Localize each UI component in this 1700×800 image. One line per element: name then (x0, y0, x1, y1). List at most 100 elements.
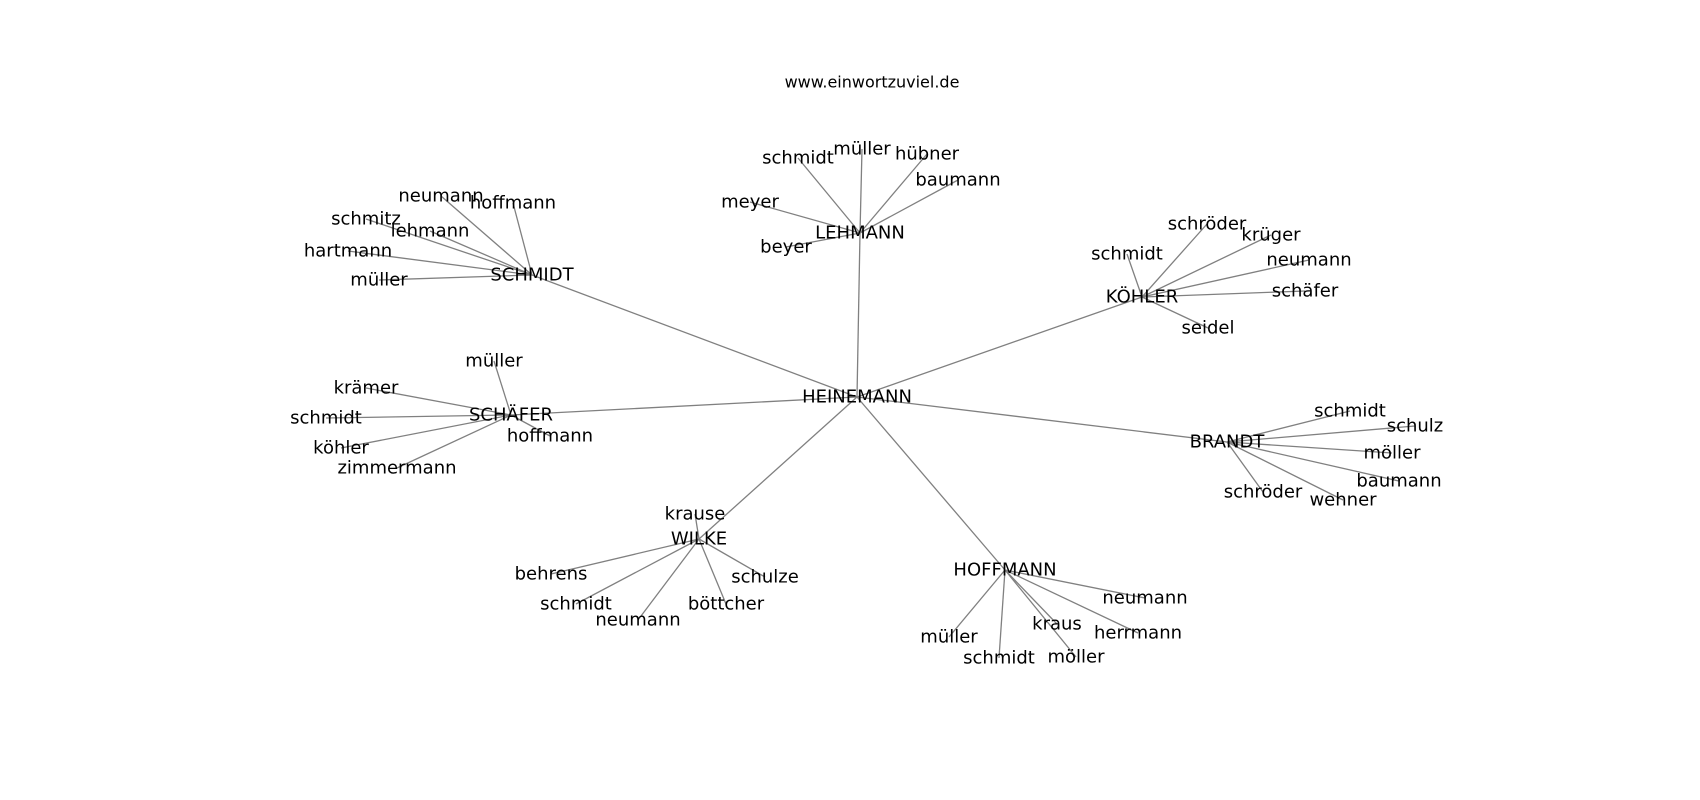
edge-köhler-2 (1126, 253, 1143, 298)
hub-node: WILKE (671, 529, 727, 550)
edge-schmidt-3 (429, 230, 533, 276)
leaf-node: schäfer (1272, 281, 1339, 302)
edge-wilke-3 (575, 538, 700, 605)
edge-lehmann-3 (859, 179, 959, 234)
leaf-node: krüger (1241, 225, 1301, 246)
edge-lehmann-0 (797, 157, 861, 234)
edge-lehmann-2 (859, 153, 928, 234)
edge-center-schmidt (531, 274, 858, 398)
edge-köhler-0 (1141, 223, 1208, 298)
edge-köhler-3 (1141, 259, 1310, 298)
edge-schäfer-1 (365, 387, 512, 416)
leaf-node: schmidt (290, 408, 362, 429)
leaf-node: müller (833, 139, 891, 160)
edge-brandt-4 (1226, 441, 1264, 493)
leaf-node: behrens (515, 564, 588, 585)
edge-lehmann-1 (859, 148, 863, 234)
leaf-node: köhler (313, 438, 369, 459)
leaf-node: schröder (1224, 482, 1303, 503)
leaf-node: hartmann (304, 241, 392, 262)
leaf-node: hoffmann (470, 193, 556, 214)
edge-center-lehmann (856, 232, 861, 398)
leaf-node: neumann (1102, 588, 1187, 609)
leaf-node: schmidt (1314, 401, 1386, 422)
edge-hoffmann-1 (1004, 569, 1058, 625)
edge-köhler-5 (1141, 296, 1209, 329)
hub-node: LEHMANN (815, 223, 905, 244)
hub-node: HOFFMANN (953, 560, 1056, 581)
leaf-node: schulz (1387, 416, 1444, 437)
edge-schmidt-4 (347, 250, 533, 276)
edge-hoffmann-0 (1004, 569, 1146, 599)
edge-hoffmann-3 (948, 569, 1006, 638)
edge-center-schäfer (510, 396, 858, 416)
edge-hoffmann-5 (1004, 569, 1077, 658)
leaf-node: schmitz (331, 209, 401, 230)
center-node: HEINEMANN (802, 387, 912, 408)
leaf-node: hübner (895, 144, 960, 165)
edge-brandt-3 (1226, 441, 1400, 482)
leaf-node: schmidt (540, 594, 612, 615)
leaf-node: möller (1363, 443, 1421, 464)
leaf-node: krämer (334, 378, 399, 399)
hub-node: KÖHLER (1106, 286, 1178, 308)
edge-brandt-1 (1226, 425, 1416, 443)
edge-wilke-1 (550, 538, 700, 575)
edge-hoffmann-4 (998, 569, 1006, 659)
leaf-node: neumann (1266, 250, 1351, 271)
edge-köhler-1 (1141, 234, 1272, 298)
edge-schmidt-0 (440, 195, 533, 276)
leaf-node: schmidt (762, 148, 834, 169)
leaf-node: böttcher (688, 594, 765, 615)
edge-schäfer-2 (325, 414, 512, 419)
leaf-node: herrmann (1094, 623, 1182, 644)
edge-brandt-5 (1226, 441, 1344, 501)
leaf-node: meyer (721, 192, 779, 213)
edge-brandt-2 (1226, 441, 1393, 454)
edge-wilke-5 (637, 538, 700, 621)
edge-schäfer-0 (493, 360, 512, 416)
edge-hoffmann-2 (1004, 569, 1139, 634)
edge-lehmann-4 (749, 201, 861, 234)
leaf-node: baumann (1356, 471, 1441, 492)
leaf-node: seidel (1182, 318, 1235, 339)
hub-node: SCHMIDT (490, 265, 574, 286)
edge-center-hoffmann (856, 396, 1006, 571)
edge-schmidt-5 (378, 274, 533, 281)
edge-center-brandt (856, 396, 1228, 443)
leaf-node: hoffmann (507, 426, 593, 447)
leaf-node: zimmermann (337, 458, 456, 479)
leaf-node: müller (920, 627, 978, 648)
leaf-node: schröder (1168, 214, 1247, 235)
leaf-node: kraus (1032, 614, 1082, 635)
edge-schäfer-5 (396, 414, 512, 469)
leaf-node: müller (350, 270, 408, 291)
hub-node: SCHÄFER (469, 405, 553, 426)
edge-brandt-0 (1226, 410, 1351, 443)
leaf-node: baumann (915, 170, 1000, 191)
leaf-node: schmidt (963, 648, 1035, 669)
edge-wilke-4 (698, 538, 727, 605)
hub-node: BRANDT (1190, 432, 1266, 453)
edge-lehmann-5 (785, 232, 861, 248)
leaf-node: möller (1047, 647, 1105, 668)
leaf-node: neumann (398, 186, 483, 207)
edge-wilke-0 (694, 513, 700, 540)
edge-köhler-4 (1141, 290, 1306, 298)
edge-schäfer-4 (340, 414, 512, 449)
leaf-node: neumann (595, 610, 680, 631)
site-title: www.einwortzuviel.de (785, 73, 960, 92)
edge-wilke-2 (698, 538, 766, 578)
leaf-node: müller (465, 351, 523, 372)
leaf-node: schulze (731, 567, 799, 588)
leaf-node: schmidt (1091, 244, 1163, 265)
leaf-node: krause (665, 504, 726, 525)
edge-schäfer-3 (510, 414, 551, 437)
edge-center-köhler (856, 296, 1143, 398)
edge-center-wilke (698, 396, 858, 540)
leaf-node: beyer (760, 237, 812, 258)
edge-schmidt-2 (365, 218, 533, 276)
leaf-node: wehner (1309, 490, 1377, 511)
edges-layer (325, 148, 1416, 659)
